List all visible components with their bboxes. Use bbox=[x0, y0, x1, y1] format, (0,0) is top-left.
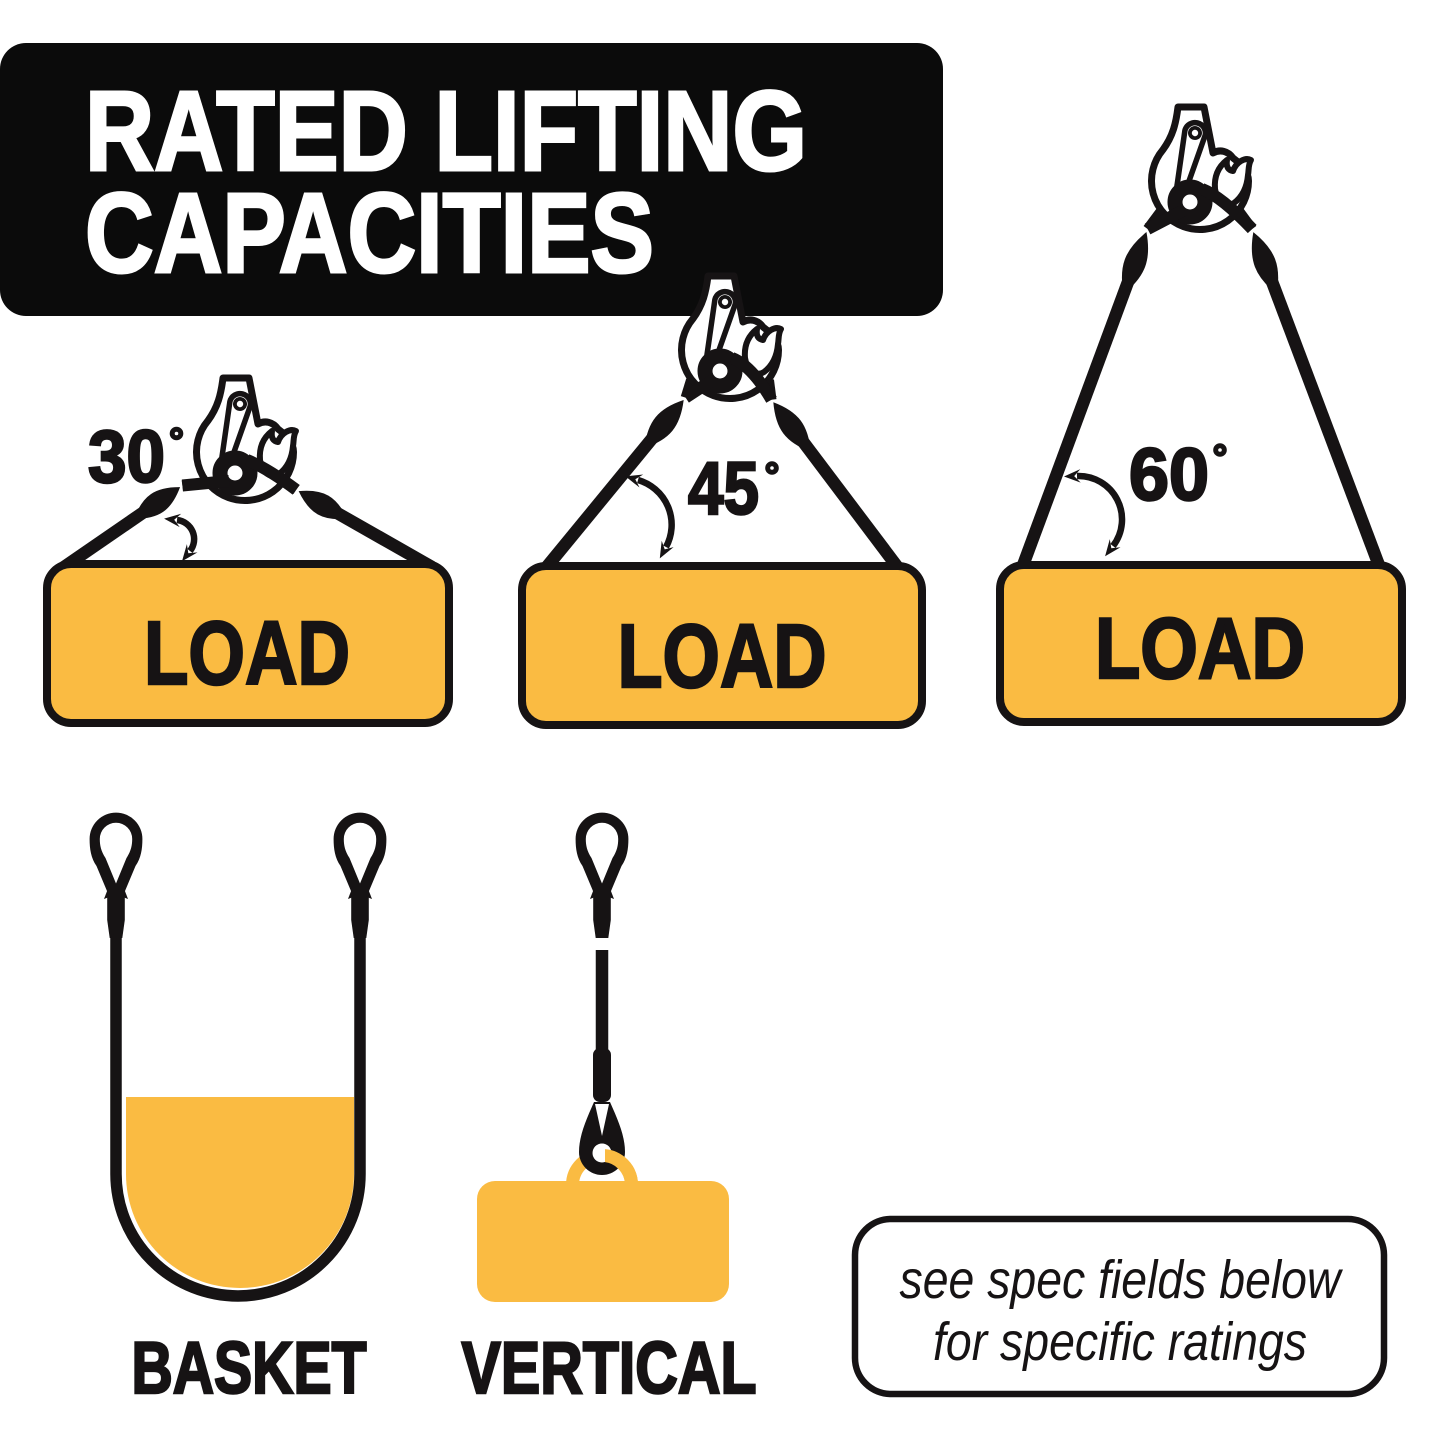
svg-text:see spec fields below: see spec fields below bbox=[900, 1250, 1344, 1310]
svg-text:60: 60 bbox=[1129, 433, 1209, 516]
svg-text:for specific ratings: for specific ratings bbox=[933, 1312, 1307, 1372]
svg-text:LOAD: LOAD bbox=[618, 607, 827, 707]
svg-text:BASKET: BASKET bbox=[132, 1328, 367, 1409]
svg-text:LOAD: LOAD bbox=[144, 604, 350, 704]
svg-text:CAPACITIES: CAPACITIES bbox=[85, 170, 654, 296]
svg-text:LOAD: LOAD bbox=[1095, 601, 1305, 697]
svg-text:RATED LIFTING: RATED LIFTING bbox=[85, 68, 807, 194]
svg-text:30: 30 bbox=[88, 415, 165, 498]
svg-text:45: 45 bbox=[688, 447, 759, 530]
svg-text:VERTICAL: VERTICAL bbox=[462, 1328, 757, 1409]
